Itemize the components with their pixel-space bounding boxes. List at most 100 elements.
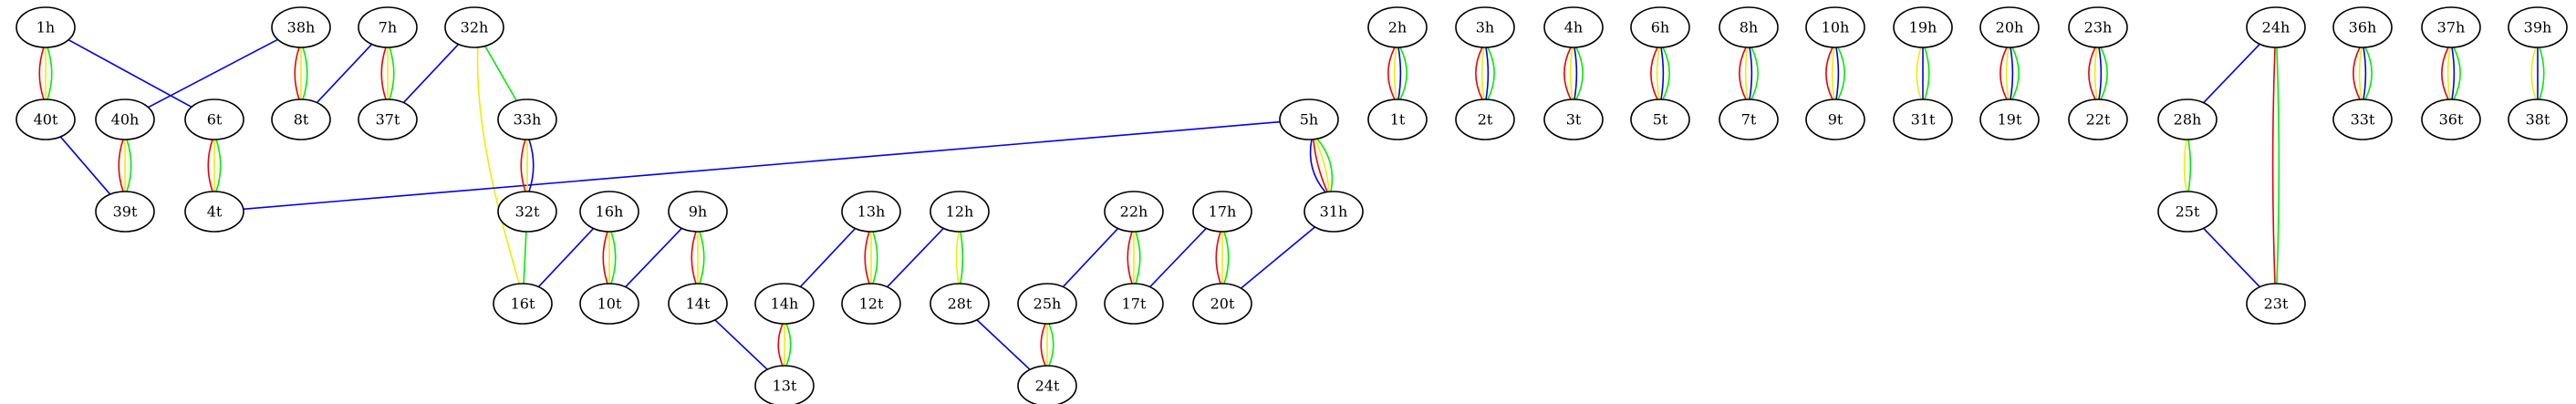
node-22h: 22h (1104, 191, 1164, 233)
node-17t: 17t (1104, 283, 1164, 325)
node-shape-5h (1279, 98, 1339, 140)
node-28t: 28t (930, 283, 990, 325)
node-1t: 1t (1367, 98, 1428, 140)
edge-9h-14t-red (691, 231, 697, 285)
node-shape-14h (754, 283, 815, 325)
edge-38h-8t-green (302, 47, 308, 100)
edge-28t-24t-blue (976, 319, 1031, 370)
node-shape-7h (358, 6, 418, 48)
edge-20h-19t-yellow (2005, 47, 2010, 100)
edge-2h-1t-yellow (1393, 47, 1397, 100)
edge-3h-2t-green (1487, 47, 1495, 100)
node-label-40h: 40h (111, 111, 140, 129)
node-label-7t: 7t (1741, 111, 1757, 129)
node-38h: 38h (271, 6, 331, 48)
node-label-39h: 39h (2524, 19, 2552, 36)
edge-6h-5t-red (1650, 47, 1658, 100)
node-39t: 39t (95, 191, 155, 233)
edge-3h-2t-yellow (1480, 47, 1485, 100)
node-2h: 2h (1367, 6, 1428, 48)
node-label-22h: 22h (1120, 203, 1148, 221)
edge-14h-13t-red (777, 323, 784, 367)
node-shape-37t (358, 98, 418, 140)
node-shape-16h (579, 191, 639, 233)
node-5t: 5t (1630, 98, 1690, 140)
edge-23h-22t-green (2100, 47, 2108, 100)
edge-2h-1t-green (1399, 47, 1407, 100)
node-shape-14t (668, 283, 728, 325)
node-label-1h: 1h (36, 19, 55, 36)
node-shape-39h (2508, 6, 2568, 48)
edge-1h-6t-blue (68, 38, 192, 109)
node-20t: 20t (1192, 283, 1252, 325)
node-label-20t: 20t (1210, 295, 1235, 313)
edge-23h-22t-yellow (2093, 47, 2098, 100)
edge-22h-17t-red (1127, 231, 1133, 285)
node-label-10t: 10t (597, 295, 622, 313)
node-17h: 17h (1192, 191, 1252, 233)
node-label-36h: 36h (2349, 19, 2377, 36)
node-shape-3t (1543, 98, 1604, 140)
node-label-16h: 16h (596, 203, 624, 221)
node-12h: 12h (930, 191, 990, 233)
node-label-31h: 31h (1320, 203, 1348, 221)
node-shape-20h (1979, 6, 2040, 48)
node-19h: 19h (1893, 6, 1953, 48)
node-label-14t: 14t (686, 295, 711, 313)
node-shape-23h (2068, 6, 2128, 48)
node-shape-9t (1805, 98, 1865, 140)
node-label-31t: 31t (1911, 111, 1936, 129)
edge-28h-25t-yellow (2183, 139, 2187, 192)
edge-6t-4t-green (215, 139, 222, 192)
node-shape-32h (444, 6, 504, 48)
edges-layer (38, 38, 2545, 370)
node-label-23h: 23h (2084, 19, 2113, 36)
node-label-40t: 40t (34, 111, 58, 129)
node-shape-8t (271, 98, 331, 140)
node-label-12h: 12h (946, 203, 974, 221)
node-shape-25t (2157, 191, 2218, 233)
edge-7h-37t-red (380, 47, 387, 100)
edge-16h-10t-green (610, 231, 617, 285)
node-label-24t: 24t (1035, 378, 1060, 395)
node-14h: 14h (754, 283, 815, 325)
node-shape-4h (1543, 6, 1604, 48)
edge-37h-36t-yellow (2446, 47, 2451, 100)
edge-8h-7t-red (1739, 47, 1747, 100)
edge-16h-16t-blue (537, 227, 595, 288)
node-shape-40t (16, 98, 76, 140)
node-shape-16t (493, 283, 553, 325)
edge-20h-19t-red (2000, 47, 2008, 100)
node-shape-6h (1630, 6, 1690, 48)
edge-37h-36t-blue (2451, 47, 2456, 100)
edge-25h-24t-red (1040, 323, 1046, 367)
node-shape-5t (1630, 98, 1690, 140)
edge-13h-12t-red (864, 231, 870, 285)
node-label-25h: 25h (1034, 295, 1062, 313)
node-shape-25h (1017, 283, 1077, 325)
node-31t: 31t (1893, 98, 1953, 140)
edge-10h-9t-yellow (1831, 47, 1835, 100)
node-13t: 13t (754, 365, 815, 404)
edge-1h-40t-red (38, 47, 45, 100)
node-shape-17h (1192, 191, 1252, 233)
edge-4h-3t-green (1575, 47, 1584, 100)
node-1h: 1h (16, 6, 76, 48)
edge-12h-12t-blue (887, 227, 944, 288)
edge-14t-13t-blue (714, 319, 768, 370)
node-label-38t: 38t (2526, 111, 2550, 129)
edge-22h-17t-green (1135, 231, 1141, 285)
node-24h: 24h (2246, 6, 2306, 48)
edge-12h-28t-green (960, 231, 964, 285)
node-10t: 10t (579, 283, 639, 325)
node-label-4h: 4h (1564, 19, 1583, 36)
node-19t: 19t (1979, 98, 2040, 140)
edge-1h-40t-green (47, 47, 53, 100)
edge-32t-16t-green (523, 231, 527, 285)
node-32t: 32t (497, 191, 557, 233)
node-label-24h: 24h (2262, 19, 2290, 36)
node-shape-10h (1805, 6, 1865, 48)
node-37t: 37t (358, 98, 418, 140)
edge-19h-31t-green (1924, 47, 1930, 100)
